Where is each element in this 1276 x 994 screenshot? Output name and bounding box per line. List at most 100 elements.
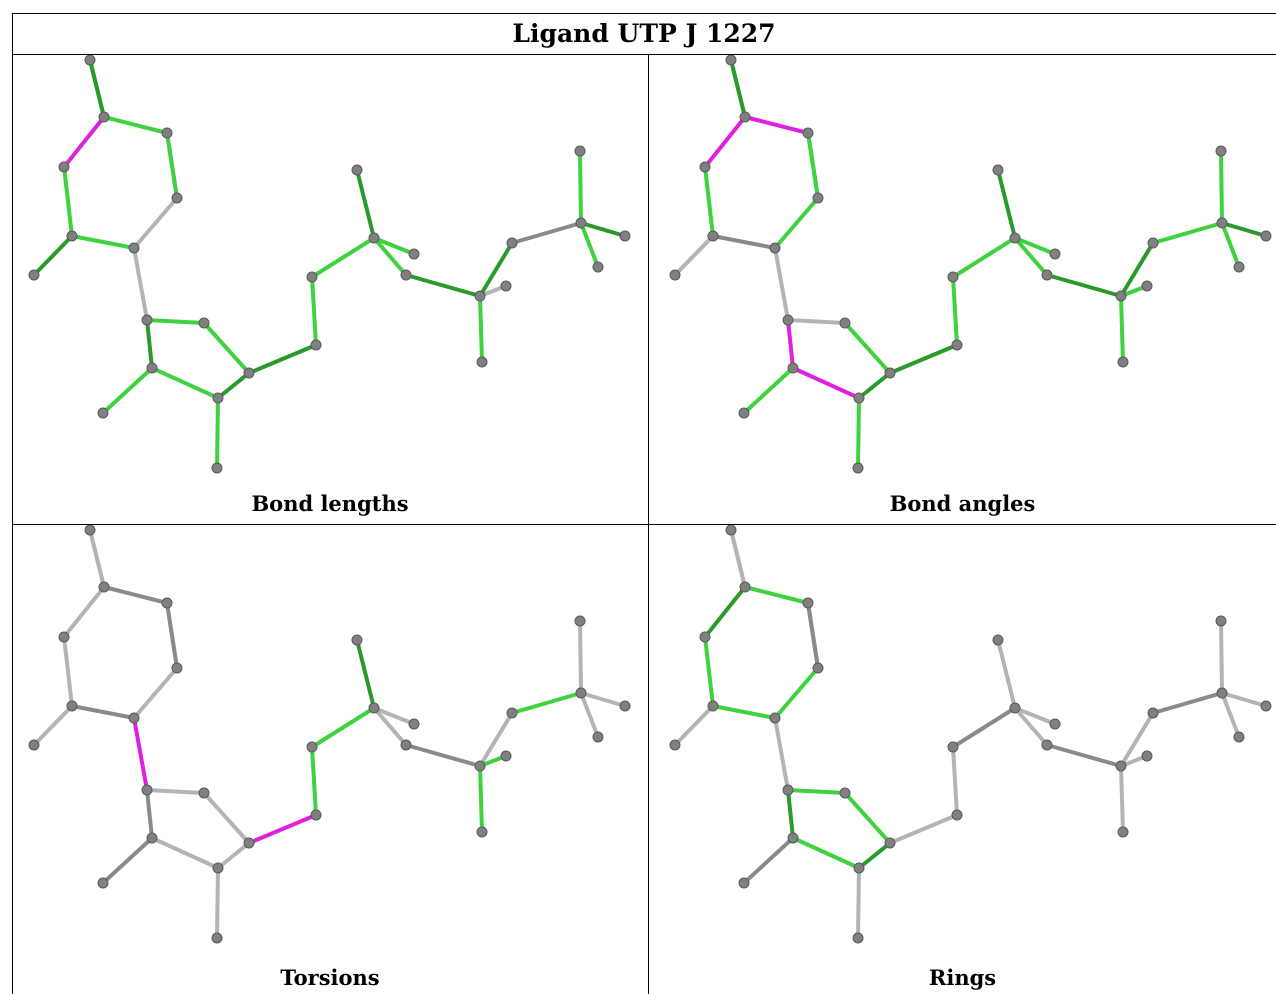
atom bbox=[368, 232, 380, 244]
bond bbox=[888, 343, 959, 375]
atom bbox=[58, 161, 70, 173]
atom bbox=[476, 356, 488, 368]
atom bbox=[198, 317, 210, 329]
atom bbox=[476, 826, 488, 838]
bond bbox=[1220, 691, 1241, 739]
atom bbox=[351, 634, 363, 646]
bond bbox=[102, 115, 169, 135]
atom bbox=[474, 290, 486, 302]
atom bbox=[853, 392, 865, 404]
atom bbox=[669, 739, 681, 751]
atom bbox=[947, 271, 959, 283]
bond bbox=[247, 343, 318, 375]
bond bbox=[310, 745, 318, 817]
bond bbox=[1013, 236, 1057, 256]
atom bbox=[198, 787, 210, 799]
atom bbox=[171, 662, 183, 674]
atom bbox=[707, 700, 719, 712]
bond bbox=[478, 711, 514, 768]
atom bbox=[1233, 261, 1245, 273]
bond bbox=[578, 619, 583, 695]
atom bbox=[574, 615, 586, 627]
atom bbox=[171, 192, 183, 204]
bond bbox=[729, 528, 747, 589]
bond bbox=[703, 635, 715, 708]
atom bbox=[769, 242, 781, 254]
atom bbox=[725, 55, 737, 66]
atom bbox=[1141, 280, 1153, 292]
table-frame bbox=[12, 13, 1276, 994]
bond bbox=[355, 168, 376, 240]
bond bbox=[165, 601, 179, 670]
bond bbox=[1220, 221, 1241, 269]
panel-caption: Bond angles bbox=[889, 491, 1036, 516]
bond bbox=[215, 396, 220, 470]
atom bbox=[66, 700, 78, 712]
atom bbox=[619, 700, 631, 712]
atom bbox=[28, 739, 40, 751]
atom bbox=[128, 242, 140, 254]
atom bbox=[243, 837, 255, 849]
bond bbox=[202, 321, 251, 375]
bond bbox=[1219, 619, 1224, 695]
atom bbox=[1260, 230, 1272, 242]
bond bbox=[372, 706, 416, 726]
atom bbox=[592, 731, 604, 743]
bond bbox=[951, 275, 959, 347]
bond bbox=[843, 791, 892, 845]
molecule-diagram bbox=[669, 55, 1272, 474]
molecule-diagram bbox=[28, 55, 631, 474]
table-title: Ligand UTP J 1227 bbox=[12, 13, 1276, 55]
bond bbox=[150, 366, 220, 400]
bond bbox=[711, 234, 777, 250]
atom bbox=[408, 248, 420, 260]
atom bbox=[28, 269, 40, 281]
atom bbox=[839, 317, 851, 329]
atom bbox=[146, 832, 158, 844]
atom bbox=[852, 932, 864, 944]
bond bbox=[711, 704, 777, 720]
atom bbox=[1117, 826, 1129, 838]
bond bbox=[856, 396, 861, 470]
atom bbox=[306, 271, 318, 283]
bond bbox=[579, 221, 600, 269]
panel-caption: Torsions bbox=[280, 965, 380, 990]
bond bbox=[578, 149, 583, 225]
bond bbox=[101, 836, 154, 885]
bond bbox=[372, 236, 408, 277]
bond bbox=[857, 371, 892, 400]
bond bbox=[310, 275, 318, 347]
atom bbox=[1009, 702, 1021, 714]
bond bbox=[510, 691, 583, 715]
atom bbox=[619, 230, 631, 242]
atom bbox=[408, 718, 420, 730]
bond bbox=[742, 366, 795, 415]
atom bbox=[812, 662, 824, 674]
bond bbox=[703, 585, 747, 639]
atom bbox=[161, 597, 173, 609]
atom bbox=[782, 314, 794, 326]
bond bbox=[70, 234, 136, 250]
bond bbox=[791, 836, 861, 870]
bond bbox=[786, 788, 795, 840]
bond bbox=[88, 58, 106, 119]
atom bbox=[1141, 750, 1153, 762]
bond bbox=[62, 635, 74, 708]
atom bbox=[1049, 718, 1061, 730]
atom bbox=[506, 237, 518, 249]
atom bbox=[1215, 145, 1227, 157]
bond bbox=[888, 813, 959, 845]
bond bbox=[70, 704, 136, 720]
atom bbox=[575, 217, 587, 229]
bond bbox=[132, 716, 149, 792]
bond bbox=[996, 168, 1017, 240]
atom bbox=[310, 339, 322, 351]
atom bbox=[1215, 615, 1227, 627]
bond bbox=[579, 691, 627, 708]
bond bbox=[996, 638, 1017, 710]
bond bbox=[404, 743, 482, 768]
atom bbox=[1009, 232, 1021, 244]
bond bbox=[703, 115, 747, 169]
bond bbox=[372, 236, 416, 256]
bond bbox=[310, 236, 376, 279]
